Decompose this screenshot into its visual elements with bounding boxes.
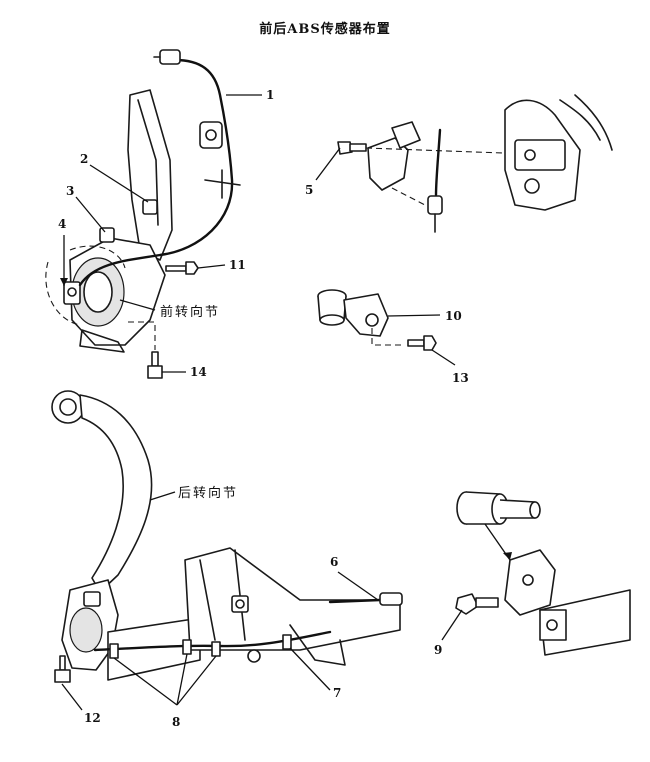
label-front-knuckle: 前转向节 [160, 304, 220, 320]
callout-11: 11 [229, 258, 246, 272]
callout-leaders [60, 94, 463, 711]
rear-bracket-detail [455, 491, 631, 656]
callout-9: 9 [434, 643, 442, 657]
rear-knuckle-assembly [51, 390, 403, 683]
label-rear-knuckle: 后转向节 [178, 485, 238, 501]
bolt-13-icon [407, 335, 437, 351]
callout-numbers: 1 2 3 4 5 6 7 8 9 10 11 12 13 14 [58, 88, 469, 729]
callout-4: 4 [58, 217, 66, 231]
callout-7: 7 [333, 686, 341, 700]
callout-5: 5 [305, 183, 313, 197]
callout-1: 1 [266, 88, 274, 102]
callout-3: 3 [66, 184, 74, 198]
callout-13: 13 [452, 371, 469, 385]
sensor-install-detail [337, 94, 613, 233]
callout-12: 12 [84, 711, 101, 725]
bolt-9-icon [455, 593, 499, 615]
front-knuckle-assembly [45, 49, 241, 379]
callout-2: 2 [80, 152, 88, 166]
callout-10: 10 [445, 309, 462, 323]
diagram-title: 前后ABS传感器布置 [259, 22, 391, 37]
callout-8: 8 [172, 715, 180, 729]
callout-6: 6 [330, 555, 338, 569]
sensor-part-10 [317, 289, 437, 351]
bolt-12-icon [54, 655, 71, 683]
bolt-14-icon [147, 351, 163, 379]
bolt-5-icon [337, 141, 367, 155]
callout-14: 14 [190, 365, 207, 379]
bolt-11-icon [165, 261, 199, 275]
